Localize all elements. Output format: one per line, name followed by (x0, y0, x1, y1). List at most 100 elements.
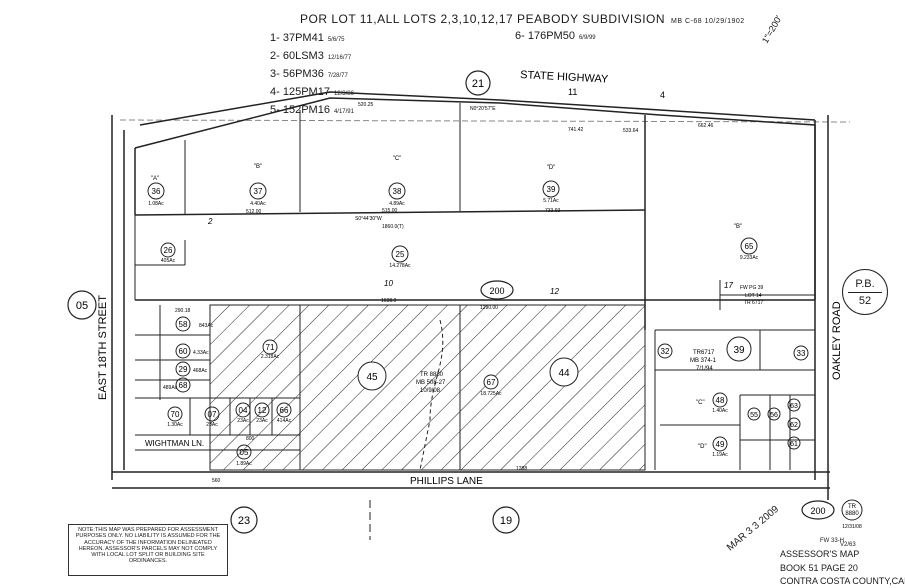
svg-text:515.00: 515.00 (382, 208, 398, 214)
svg-text:67: 67 (487, 378, 496, 387)
phillips-lane-label: PHILLIPS LANE (410, 476, 483, 487)
svg-text:18.725Ac: 18.725Ac (480, 391, 502, 397)
svg-text:1860.0(T): 1860.0(T) (382, 224, 404, 230)
svg-text:32: 32 (661, 347, 670, 356)
parcel-37: 37 "B" 4.40Ac (249, 164, 267, 207)
tr8880-label: TR 8880 (420, 372, 444, 378)
date-7194-label: 7/1/94 (696, 366, 713, 372)
svg-text:TR: TR (848, 504, 857, 510)
svg-text:33: 33 (797, 349, 806, 358)
svg-text:4.40Ac: 4.40Ac (250, 201, 266, 207)
parcel-44: 44 (549, 357, 579, 387)
block-200-mid: 200 (480, 280, 514, 300)
page-ref-23: 23 (230, 506, 258, 534)
tr6717-label: TR6717 (693, 350, 715, 356)
svg-text:29: 29 (179, 365, 188, 374)
svg-text:62: 62 (790, 422, 798, 429)
lot-12-label: 12 (550, 287, 559, 296)
parcel-36: 36"A"1.08Ac (147, 176, 165, 207)
svg-text:405Ac: 405Ac (161, 258, 176, 264)
east-18th-street-label: EAST 18TH STREET (97, 295, 109, 400)
svg-text:71: 71 (266, 343, 275, 352)
disclaimer-note: NOTE:THIS MAP WAS PREPARED FOR ASSESSMEN… (68, 524, 228, 576)
svg-text:662.46: 662.46 (698, 123, 714, 129)
svg-text:49: 49 (716, 440, 725, 449)
svg-text:"C": "C" (393, 156, 402, 162)
svg-text:520.25: 520.25 (358, 102, 374, 108)
parcel-70: 701.30Ac (167, 406, 183, 428)
mb374-label: MB 374-1 (690, 358, 717, 364)
svg-text:58: 58 (179, 320, 188, 329)
svg-text:12/31/08: 12/31/08 (842, 524, 862, 530)
svg-text:48: 48 (716, 396, 725, 405)
parcel-62: 62 (787, 417, 801, 431)
lot-10-label: 10 (384, 279, 393, 288)
wightman-ln-label: WIGHTMAN LN. (145, 439, 204, 448)
parcel-05: 05 1.89Ac (236, 444, 252, 467)
pb-badge: P.B.52 (842, 269, 888, 315)
parcel-67: 67 18.725Ac (480, 374, 502, 397)
svg-text:25: 25 (396, 250, 405, 259)
svg-text:23Ac: 23Ac (206, 422, 218, 428)
parcel-60: 60 4.33Ac (175, 343, 209, 359)
svg-text:05: 05 (76, 300, 88, 312)
svg-text:9.233Ac: 9.233Ac (740, 255, 759, 261)
page-ref-19: 19 (492, 506, 520, 534)
svg-text:741.42: 741.42 (568, 127, 584, 133)
svg-text:36: 36 (152, 187, 161, 196)
svg-text:"B": "B" (734, 224, 742, 230)
svg-text:60: 60 (179, 347, 188, 356)
svg-text:61: 61 (790, 441, 798, 448)
footer-small2: V2/63 (840, 542, 856, 548)
svg-text:26: 26 (164, 246, 173, 255)
svg-text:05: 05 (240, 448, 249, 457)
mb508-label: MB 508-27 (416, 380, 446, 386)
svg-text:21: 21 (472, 78, 484, 90)
svg-text:65: 65 (745, 242, 754, 251)
svg-text:8880: 8880 (845, 511, 859, 517)
svg-text:63: 63 (790, 403, 798, 410)
svg-text:560: 560 (212, 478, 221, 484)
hatched-parcels-45-67-44 (299, 304, 646, 471)
parcel-39: 39"D"5.71Ac (542, 165, 560, 204)
svg-text:1288: 1288 (516, 466, 527, 472)
footer-block: FW 33-H ASSESSOR'S MAP V2/63 BOOK 51 PAG… (780, 535, 905, 588)
svg-text:4.33Ac: 4.33Ac (193, 350, 209, 356)
svg-text:38: 38 (393, 187, 402, 196)
parcel-65: 65 "B" 9.233Ac (734, 224, 759, 261)
lot-2-label: 2 (207, 217, 213, 226)
svg-text:"B": "B" (254, 164, 262, 170)
svg-text:70: 70 (171, 410, 180, 419)
svg-text:1.08Ac: 1.08Ac (148, 201, 164, 207)
svg-text:37: 37 (254, 187, 263, 196)
svg-text:12: 12 (258, 406, 267, 415)
footer-title: ASSESSOR'S MAP (780, 549, 860, 559)
svg-text:200: 200 (810, 506, 825, 516)
svg-text:800: 800 (246, 436, 255, 442)
svg-text:1.89Ac: 1.89Ac (236, 461, 252, 467)
svg-text:19: 19 (500, 515, 512, 527)
svg-text:N0°20'57"E: N0°20'57"E (470, 106, 496, 112)
svg-text:68: 68 (179, 381, 188, 390)
svg-text:"D": "D" (547, 165, 556, 171)
tr6717-small-label: TR 6717 (744, 300, 763, 306)
hatched-parcel-71 (209, 304, 301, 471)
page-ref-05: 05 (67, 290, 97, 320)
parcel-55: 55 (747, 407, 761, 421)
svg-text:1638.0: 1638.0 (381, 298, 397, 304)
svg-text:2.318Ac: 2.318Ac (261, 354, 280, 360)
svg-text:468Ac: 468Ac (193, 368, 208, 374)
parcel-56: 56 (767, 407, 781, 421)
